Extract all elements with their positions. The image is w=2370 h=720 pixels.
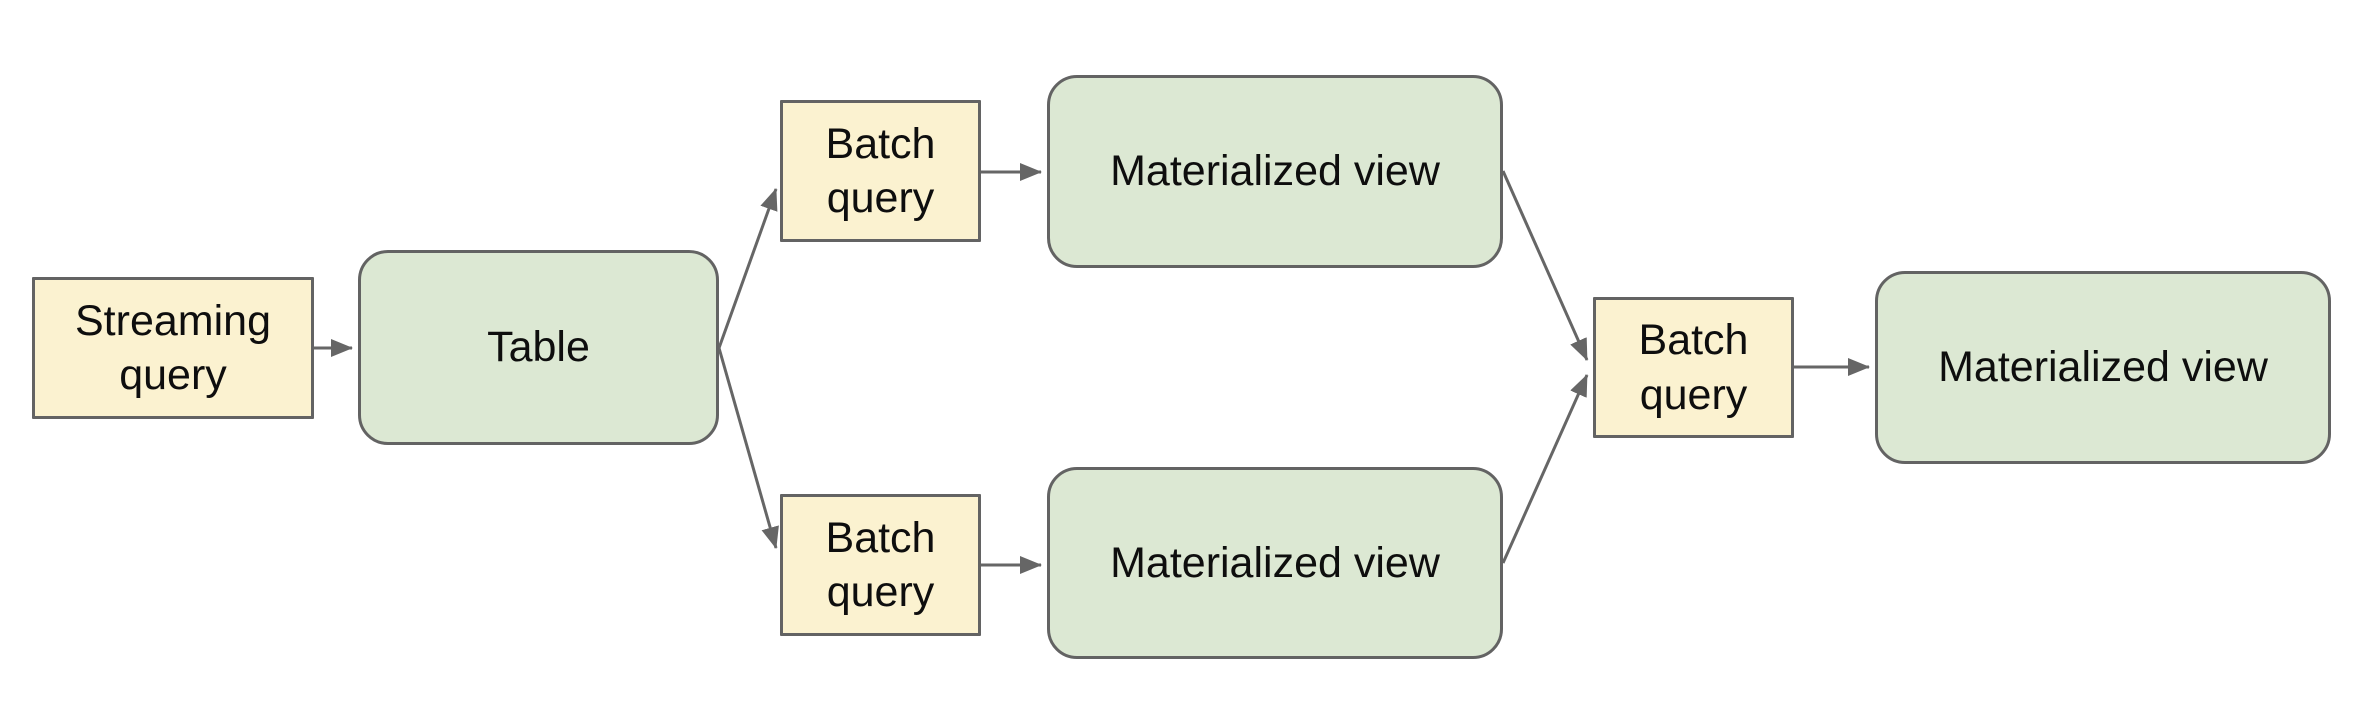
node-batch-query-merge: Batch query bbox=[1593, 297, 1794, 438]
edge-table-to-batch-query-top bbox=[717, 188, 778, 349]
node-batch-query-bottom: Batch query bbox=[780, 494, 981, 636]
node-streaming-query: Streaming query bbox=[32, 277, 314, 419]
node-batch-query-top-label: Batch query bbox=[825, 119, 936, 222]
node-materialized-view-top: Materialized view bbox=[1047, 75, 1503, 268]
node-batch-query-top: Batch query bbox=[780, 100, 981, 242]
node-materialized-view-final-label: Materialized view bbox=[1938, 343, 2268, 392]
node-batch-query-merge-label: Batch query bbox=[1638, 316, 1749, 419]
edge-table-to-batch-query-bottom bbox=[717, 347, 779, 549]
node-table-label: Table bbox=[487, 323, 590, 372]
node-materialized-view-final: Materialized view bbox=[1875, 271, 2331, 464]
node-batch-query-bottom-label: Batch query bbox=[825, 513, 936, 616]
node-materialized-view-bottom: Materialized view bbox=[1047, 467, 1503, 659]
node-materialized-view-top-label: Materialized view bbox=[1110, 147, 1440, 196]
edge-materialized-view-top-to-batch-query-merge bbox=[1501, 170, 1589, 361]
edge-materialized-view-bottom-to-batch-query-merge bbox=[1501, 374, 1589, 564]
node-table: Table bbox=[358, 250, 719, 445]
node-materialized-view-bottom-label: Materialized view bbox=[1110, 538, 1440, 587]
node-streaming-query-label: Streaming query bbox=[75, 296, 271, 399]
